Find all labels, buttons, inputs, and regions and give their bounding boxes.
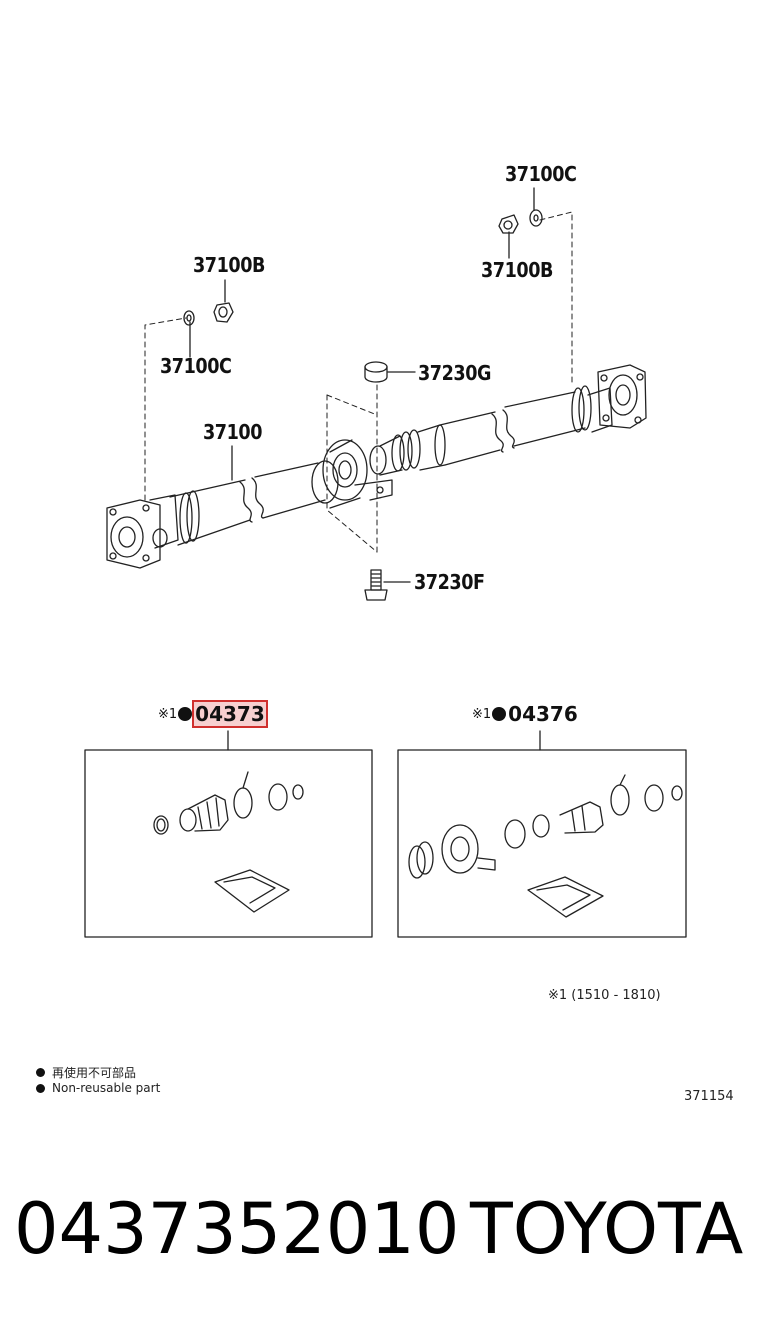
legend-dot-icon: [36, 1083, 45, 1093]
callout-37100: 37100: [203, 420, 263, 444]
legend-en-text: Non-reusable part: [52, 1081, 161, 1095]
footer-brand: TOYOTA: [470, 1188, 744, 1270]
footer-part-number: 0437352010: [14, 1188, 460, 1270]
non-reusable-dot-icon: [492, 707, 507, 721]
legend-jp: 再使用不可部品: [36, 1064, 136, 1081]
kit-label-04373[interactable]: ※1 04373: [158, 700, 268, 728]
non-reusable-dot-icon: [178, 707, 193, 721]
kit-part-number[interactable]: 04376: [508, 702, 578, 726]
callout-37100B-left: 37100B: [193, 253, 266, 277]
legend-jp-text: 再使用不可部品: [52, 1066, 137, 1080]
callout-37230F: 37230F: [414, 570, 485, 594]
callout-37100B-right: 37100B: [481, 258, 554, 282]
callout-37100C-top: 37100C: [505, 162, 577, 186]
legend-en: Non-reusable part: [36, 1081, 160, 1095]
kit-part-number-highlighted[interactable]: 04373: [192, 700, 268, 728]
callout-37100C-left: 37100C: [160, 354, 232, 378]
kit-prefix: ※1: [472, 706, 492, 722]
legend-dot-icon: [36, 1068, 45, 1077]
callout-37230G: 37230G: [418, 361, 492, 385]
applicability-footnote: ※1 (1510 - 1810): [548, 988, 661, 1003]
diagram-code: 371154: [684, 1089, 734, 1104]
kit-label-04376[interactable]: ※1 04376: [472, 702, 578, 726]
kit-prefix: ※1: [158, 706, 178, 722]
